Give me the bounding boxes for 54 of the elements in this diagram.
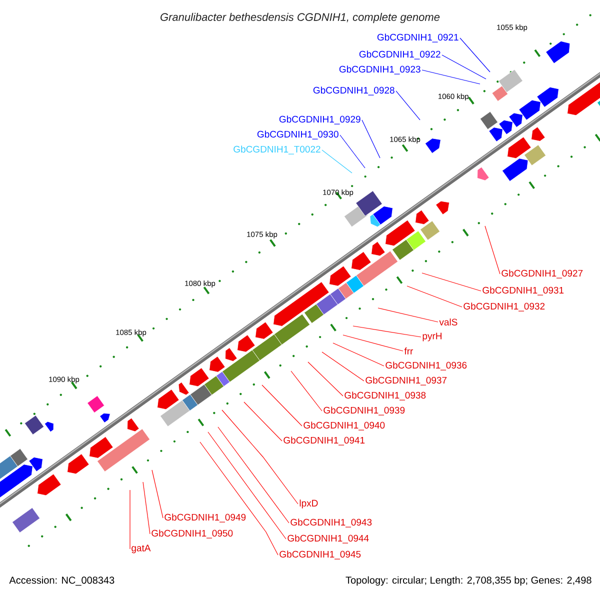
leader-line bbox=[460, 38, 490, 72]
leader-line bbox=[290, 370, 322, 412]
gene-label: GbCGDNIH1_0927 bbox=[502, 270, 583, 278]
leader-line bbox=[484, 226, 500, 274]
gene-label: gatA bbox=[132, 544, 151, 554]
gene-label: GbCGDNIH1_0941 bbox=[284, 436, 365, 446]
leader-line bbox=[352, 326, 422, 338]
leader-line bbox=[142, 482, 150, 534]
leader-line bbox=[262, 384, 302, 426]
gene-label: GbCGDNIH1_0932 bbox=[464, 302, 545, 312]
leader-line bbox=[208, 432, 286, 540]
gene-label: GbCGDNIH1_0944 bbox=[288, 534, 369, 544]
leader-line bbox=[200, 442, 278, 556]
gene-label: GbCGDNIH1_0931 bbox=[482, 286, 564, 296]
gene-label: GbCGDNIH1_0945 bbox=[280, 550, 361, 560]
gene-label: GbCGDNIH1_0937 bbox=[366, 376, 447, 386]
leader-line bbox=[342, 334, 404, 352]
gene-label: pyrH bbox=[422, 332, 442, 342]
leader-line bbox=[152, 470, 164, 518]
gene-label: GbCGDNIH1_0940 bbox=[304, 422, 385, 430]
gene-label: GbCGDNIH1_0922 bbox=[359, 50, 440, 60]
gene-label: GbCGDNIH1_0930 bbox=[257, 130, 338, 140]
gene-label: GbCGDNIH1_0928 bbox=[313, 86, 394, 96]
gene-label: GbCGDNIH1_0938 bbox=[344, 392, 426, 400]
gene-label: GbCGDNIH1_T0022 bbox=[234, 146, 320, 154]
gene-label: GbCGDNIH1_0943 bbox=[290, 518, 372, 528]
leader-line bbox=[222, 410, 298, 504]
gene-label: frr bbox=[404, 348, 414, 354]
leader-line bbox=[322, 352, 364, 382]
leader-line bbox=[340, 134, 366, 168]
leader-line bbox=[378, 308, 438, 322]
leader-line bbox=[406, 286, 462, 308]
gene-label: GbCGDNIH1_0939 bbox=[324, 406, 405, 416]
gene-label: GbCGDNIH1_0921 bbox=[377, 34, 458, 42]
leader-line bbox=[362, 120, 380, 158]
leader-line bbox=[218, 426, 290, 524]
leader-line bbox=[396, 90, 420, 120]
footer-text: Accession: NC_008343 bbox=[9, 576, 114, 586]
gene-label: valS bbox=[439, 318, 458, 326]
footer-text: Topology: circular; Length: 2,708,355 bp; Genes: 2,498 bbox=[346, 576, 592, 586]
leader-line bbox=[442, 54, 486, 80]
gene-label: lpxD bbox=[300, 500, 318, 508]
leader-line bbox=[332, 342, 384, 366]
title: Granulibacter bethesdensis CGDNIH1, complete genome bbox=[160, 12, 440, 24]
gene-label: GbCGDNIH1_0923 bbox=[339, 66, 420, 74]
gene-label: GbCGDNIH1_0929 bbox=[279, 116, 360, 124]
leader-line bbox=[422, 272, 482, 292]
gene-label: GbCGDNIH1_0950 bbox=[152, 530, 233, 538]
leader-line bbox=[308, 362, 344, 396]
leader-line bbox=[322, 150, 352, 174]
gene-label: GbCGDNIH1_0949 bbox=[164, 514, 246, 522]
gene-label: GbCGDNIH1_0936 bbox=[386, 362, 467, 370]
leader-line bbox=[244, 402, 282, 442]
leader-line bbox=[422, 70, 480, 84]
